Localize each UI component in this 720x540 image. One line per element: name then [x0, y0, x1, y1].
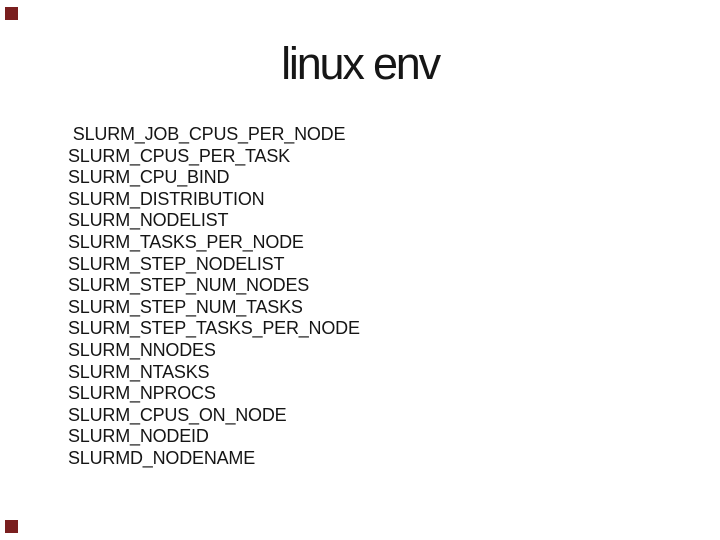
env-var-item: SLURM_NPROCS [68, 383, 216, 404]
slide-title: linux env [281, 38, 441, 89]
red-marker-top-left [5, 7, 18, 20]
red-marker-bottom-left [5, 520, 18, 533]
env-var-item: SLURM_NNODES [68, 339, 216, 360]
env-var-item: SLURMD_NODENAME [68, 447, 256, 468]
env-var-item: SLURM_CPU_BIND [68, 167, 230, 188]
env-var-list: SLURM_JOB_CPUS_PER_NODE SLURM_CPUS_PER_T… [68, 124, 360, 470]
env-var-item: SLURM_NTASKS [68, 361, 210, 382]
env-var-item: SLURM_STEP_NUM_TASKS [68, 296, 303, 317]
env-var-item: SLURM_CPUS_ON_NODE [68, 404, 287, 425]
env-var-item: SLURM_CPUS_PER_TASK [68, 145, 290, 166]
env-var-item: SLURM_STEP_TASKS_PER_NODE [68, 318, 360, 339]
env-var-item: SLURM_DISTRIBUTION [68, 188, 265, 209]
env-var-item: SLURM_NODELIST [68, 210, 229, 231]
env-var-item: SLURM_JOB_CPUS_PER_NODE [68, 124, 346, 144]
env-var-item: SLURM_STEP_NUM_NODES [68, 275, 310, 296]
env-var-item: SLURM_STEP_NODELIST [68, 253, 285, 274]
env-var-item: SLURM_NODEID [68, 426, 209, 447]
env-var-item: SLURM_TASKS_PER_NODE [68, 231, 304, 252]
